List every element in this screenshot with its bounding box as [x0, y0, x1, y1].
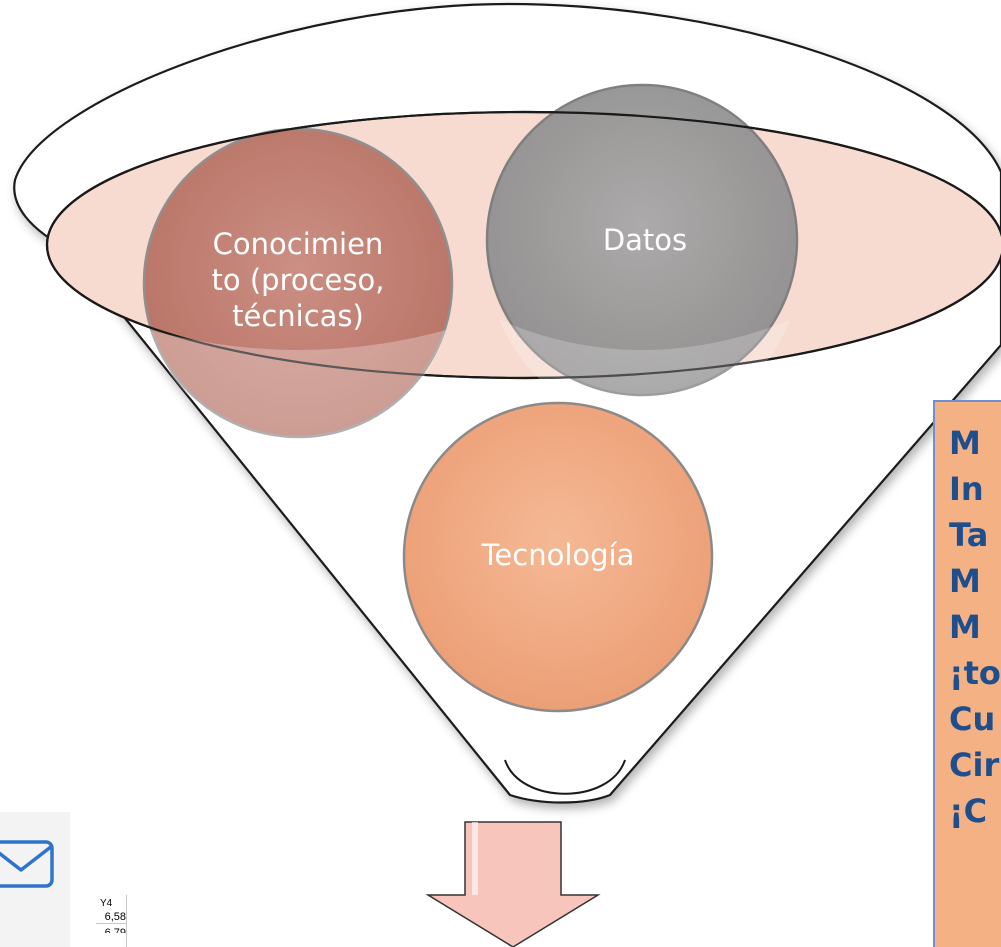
side-panel-list: M In Ta M M ¡to Cu Cir ¡C	[949, 420, 1001, 834]
label-datos-text: Datos	[602, 223, 688, 257]
spreadsheet-cell: 6,58	[96, 911, 126, 924]
label-datos: Datos	[560, 200, 730, 280]
spreadsheet-cell: 6,79	[96, 927, 126, 933]
side-panel-item: Cu	[949, 700, 996, 738]
side-panel-item: M	[949, 562, 981, 600]
side-panel-item: ¡C	[949, 792, 988, 830]
spreadsheet-thumbnail: Y4 6,58 6,79	[96, 895, 130, 947]
circle-datos	[485, 83, 799, 397]
spreadsheet-column-header: Y4	[100, 898, 113, 909]
mail-icon	[0, 840, 54, 888]
label-tecnologia-text: Tecnología	[481, 538, 635, 572]
side-panel-item: Cir	[949, 746, 1000, 784]
circle-datos-lower	[500, 320, 790, 421]
side-panel-item: Ta	[949, 516, 989, 554]
funnel-mouth-outline	[46, 110, 1001, 380]
label-tecnologia: Tecnología	[428, 515, 688, 595]
funnel-neck	[504, 759, 626, 795]
label-conocimiento: Conocimien to (proceso, técnicas)	[178, 200, 418, 360]
side-panel-item: ¡to	[949, 654, 1001, 692]
label-conocimiento-text: Conocimien to (proceso, técnicas)	[211, 227, 385, 333]
side-panel-item: M	[949, 608, 981, 646]
spreadsheet-gridline	[126, 895, 127, 947]
circle-tecnologia	[402, 401, 714, 713]
down-arrow	[425, 821, 601, 947]
side-text-panel: M In Ta M M ¡to Cu Cir ¡C	[933, 400, 1001, 947]
circle-conocimiento-lower	[150, 330, 446, 442]
side-panel-item: In	[949, 470, 984, 508]
mail-thumbnail	[0, 812, 70, 947]
side-panel-item: M	[949, 424, 981, 462]
